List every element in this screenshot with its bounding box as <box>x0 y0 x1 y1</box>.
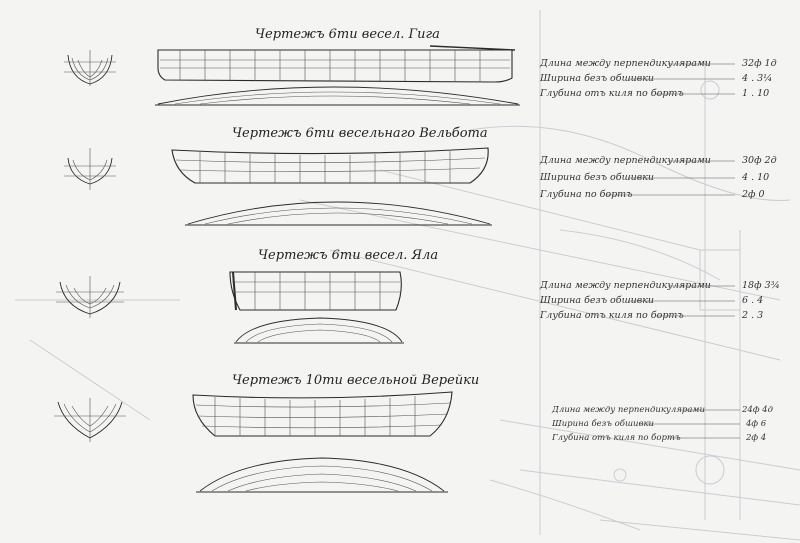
svg-text:2 . 3: 2 . 3 <box>741 310 763 321</box>
whaleboat-profile <box>171 147 489 184</box>
svg-text:Ширина безъ обшивки: Ширина безъ обшивки <box>539 73 654 84</box>
svg-text:4 . 10: 4 . 10 <box>741 172 769 183</box>
vereika-half-breadth-plan <box>196 457 448 493</box>
gig-profile <box>157 45 516 83</box>
svg-text:Ширина безъ обшивки: Ширина безъ обшивки <box>539 295 654 306</box>
yawl-profile <box>229 271 402 311</box>
yawl-body-plan <box>56 276 124 318</box>
svg-text:Глубина отъ киля по бортъ: Глубина отъ киля по бортъ <box>551 432 681 443</box>
gig-half-breadth-plan <box>155 86 520 106</box>
drawing-gig: Чертежъ 6ти весел. Гига <box>64 27 777 106</box>
svg-text:Глубина отъ киля по бортъ: Глубина отъ киля по бортъ <box>539 88 684 99</box>
whaleboat-half-breadth-plan <box>185 201 492 226</box>
drawing-whaleboat: Чертежъ 6ти весельнаго Вельбота <box>64 126 777 226</box>
drawing-title-whaleboat: Чертежъ 6ти весельнаго Вельбота <box>232 126 488 141</box>
svg-text:2ф 4: 2ф 4 <box>745 433 766 443</box>
yawl-dimensions: Длина между перпендикулярами 18ф 3¾ Шири… <box>539 280 780 321</box>
svg-text:24ф 4д: 24ф 4д <box>741 405 774 415</box>
drawing-title-vereika: Чертежъ 10ти весельной Верейки <box>232 373 479 388</box>
gig-dimensions: Длина между перпендикулярами 32ф 1д Шири… <box>539 58 777 99</box>
svg-text:Глубина по бортъ: Глубина по бортъ <box>539 189 633 200</box>
svg-text:Ширина безъ обшивки: Ширина безъ обшивки <box>539 172 654 183</box>
svg-text:Длина между перпендикулярами: Длина между перпендикулярами <box>539 58 711 69</box>
svg-text:4ф 6: 4ф 6 <box>745 419 767 429</box>
vereika-dimensions: Длина между перпендикулярами 24ф 4д Шири… <box>551 405 774 443</box>
whaleboat-body-plan <box>64 148 116 190</box>
svg-text:Ширина безъ обшивки: Ширина безъ обшивки <box>551 418 654 429</box>
svg-text:6 . 4: 6 . 4 <box>742 295 763 306</box>
svg-text:Длина между перпендикулярами: Длина между перпендикулярами <box>539 155 711 166</box>
vereika-body-plan <box>54 398 126 442</box>
whaleboat-dimensions: Длина между перпендикулярами 30ф 2д Шири… <box>539 155 777 200</box>
svg-text:32ф 1д: 32ф 1д <box>742 58 777 69</box>
drawing-vereika: Чертежъ 10ти весельной Верейки <box>54 373 774 493</box>
drawing-title-gig: Чертежъ 6ти весел. Гига <box>255 27 440 42</box>
svg-text:30ф 2д: 30ф 2д <box>742 155 777 166</box>
svg-text:Длина между перпендикулярами: Длина между перпендикулярами <box>539 280 711 291</box>
svg-text:18ф 3¾: 18ф 3¾ <box>742 280 780 291</box>
svg-text:1 . 10: 1 . 10 <box>742 88 769 99</box>
svg-text:Длина между перпендикулярами: Длина между перпендикулярами <box>551 405 705 415</box>
drawing-yawl: Чертежъ 6ти весел. Яла <box>56 248 780 344</box>
svg-text:2ф 0: 2ф 0 <box>741 189 765 200</box>
svg-text:4 . 3¼: 4 . 3¼ <box>741 73 772 84</box>
yawl-half-breadth-plan <box>234 317 404 344</box>
svg-text:Глубина отъ киля по бортъ: Глубина отъ киля по бортъ <box>539 310 684 321</box>
vereika-profile <box>192 391 453 437</box>
gig-body-plan <box>64 50 116 86</box>
drawing-title-yawl: Чертежъ 6ти весел. Яла <box>258 248 438 263</box>
